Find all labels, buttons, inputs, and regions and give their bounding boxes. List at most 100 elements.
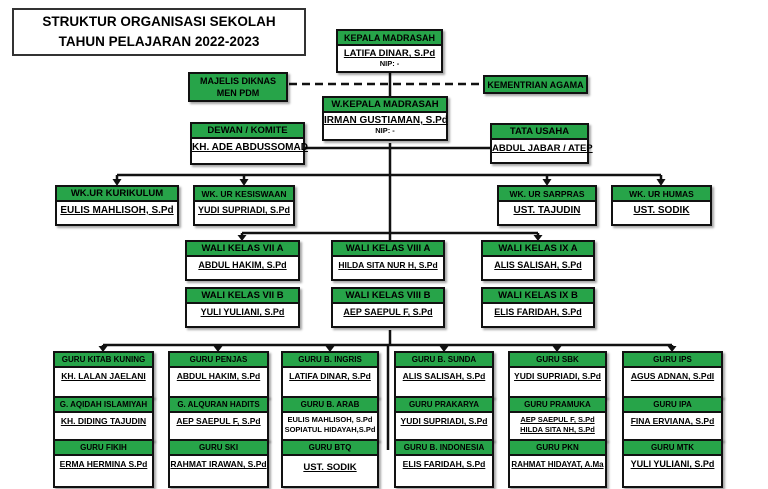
guru-cell-ipa: GURU IPA FINA ERVIANA, S.Pd xyxy=(622,396,723,441)
org-node-wk-ur-kurikulum: WK.UR KURIKULUM EULIS MAHLISOH, S.Pd xyxy=(55,185,179,226)
guru-title: G. ALQURAN HADITS xyxy=(170,398,267,413)
chart-title-line2: TAHUN PELAJARAN 2022-2023 xyxy=(58,34,260,49)
guru-cell-ips: GURU IPS AGUS ADNAN, S.PdI xyxy=(622,351,723,398)
guru-cell-prakarya: GURU PRAKARYA YUDI SUPRIADI, S.Pd xyxy=(394,396,494,441)
guru-title: GURU MTK xyxy=(624,441,721,456)
guru-cell-kitab-kuning: GURU KITAB KUNING KH. LALAN JAELANI xyxy=(53,351,154,398)
node-person-name: HILDA SITA NUR H, S.Pd xyxy=(338,260,438,270)
node-title: WK. UR SARPRAS xyxy=(499,187,595,202)
node-title: WK.UR KURIKULUM xyxy=(57,187,177,202)
guru-title: GURU PKN xyxy=(510,441,605,456)
node-title: WALI KELAS VIII A xyxy=(333,242,443,257)
guru-title: GURU PRAMUKA xyxy=(510,398,605,413)
guru-teacher-name: LATIFA DINAR, S.Pd xyxy=(289,371,371,381)
node-person-name: ABDUL HAKIM, S.Pd xyxy=(198,260,287,270)
org-node-wali-kelas-viii-b: WALI KELAS VIII B AEP SAEPUL F, S.Pd xyxy=(331,287,445,328)
org-node-kementrian-agama: KEMENTRIAN AGAMA xyxy=(483,75,588,94)
guru-teacher-name: ELIS FARIDAH, S.Pd xyxy=(402,459,486,469)
node-person-name: EULIS MAHLISOH, S.Pd xyxy=(60,205,174,216)
guru-cell-b-indonesia: GURU B. INDONESIA ELIS FARIDAH, S.Pd xyxy=(394,439,494,488)
node-title: TATA USAHA xyxy=(492,125,587,140)
guru-teacher-name: YUDI SUPRIADI, S.Pd xyxy=(400,416,488,426)
guru-cell-b-arab: GURU B. ARAB EULIS MAHLISOH, S.Pd SOPIAT… xyxy=(281,396,379,441)
chart-title-box: STRUKTUR ORGANISASI SEKOLAH TAHUN PELAJA… xyxy=(12,8,306,56)
guru-teacher-name: YULI YULIANI, S.Pd xyxy=(630,459,715,469)
guru-title: GURU B. SUNDA xyxy=(396,353,492,368)
guru-column-6: GURU IPS AGUS ADNAN, S.PdI GURU IPA FINA… xyxy=(622,351,723,488)
guru-cell-b-ingris: GURU B. INGRIS LATIFA DINAR, S.Pd xyxy=(281,351,379,398)
node-title: W.KEPALA MADRASAH xyxy=(324,98,446,113)
org-node-wk-ur-kesiswaan: WK. UR KESISWAAN YUDI SUPRIADI, S.Pd xyxy=(193,185,295,226)
guru-title: GURU B. ARAB xyxy=(283,398,377,413)
guru-teacher-name-2: HILDA SITA NH, S.Pd xyxy=(520,425,595,434)
node-title: WK. UR KESISWAAN xyxy=(195,187,293,202)
node-person-name: ALIS SALISAH, S.Pd xyxy=(494,260,582,270)
org-node-dewan-komite: DEWAN / KOMITE KH. ADE ABDUSSOMAD xyxy=(190,122,308,165)
org-node-majelis-diknas: MAJELIS DIKNAS MEN PDM xyxy=(188,72,288,102)
node-nip: NIP: - xyxy=(375,126,395,135)
guru-teacher-name: ALIS SALISAH, S.Pd xyxy=(402,371,486,381)
node-title: DEWAN / KOMITE xyxy=(192,124,303,139)
node-title-line1: MAJELIS DIKNAS xyxy=(199,76,276,86)
guru-title: GURU PENJAS xyxy=(170,353,267,368)
node-nip: NIP: - xyxy=(379,59,400,68)
node-title-line2: MEN PDM xyxy=(216,88,260,98)
guru-cell-mtk: GURU MTK YULI YULIANI, S.Pd xyxy=(622,439,723,488)
guru-cell-pramuka: GURU PRAMUKA AEP SAEPUL F, S.Pd HILDA SI… xyxy=(508,396,607,441)
org-node-tata-usaha: TATA USAHA ABDUL JABAR / ATEP xyxy=(490,123,593,164)
node-person-name: YUDI SUPRIADI, S.Pd xyxy=(197,205,290,215)
node-title: KEPALA MADRASAH xyxy=(338,31,441,46)
guru-title: G. AQIDAH ISLAMIYAH xyxy=(55,398,152,413)
guru-cell-b-sunda: GURU B. SUNDA ALIS SALISAH, S.Pd xyxy=(394,351,494,398)
org-node-wali-kelas-vii-a: WALI KELAS VII A ABDUL HAKIM, S.Pd xyxy=(185,240,300,281)
node-person-name: KH. ADE ABDUSSOMAD xyxy=(192,142,308,153)
guru-teacher-name: AGUS ADNAN, S.PdI xyxy=(630,371,715,381)
org-node-wali-kelas-viii-a: WALI KELAS VIII A HILDA SITA NUR H, S.Pd xyxy=(331,240,445,281)
org-node-kepala-madrasah: KEPALA MADRASAH LATIFA DINAR, S.Pd NIP: … xyxy=(336,29,443,73)
node-title: WALI KELAS IX A xyxy=(483,242,593,257)
guru-title: GURU IPS xyxy=(624,353,721,368)
node-title: WK. UR HUMAS xyxy=(613,187,710,202)
node-title: WALI KELAS VII A xyxy=(187,242,298,257)
node-person-name: UST. TAJUDIN xyxy=(513,205,581,216)
guru-title: GURU B. INDONESIA xyxy=(396,441,492,456)
guru-teacher-name: KH. LALAN JAELANI xyxy=(61,371,146,381)
guru-teacher-name: RAHMAT IRAWAN, S.Pd xyxy=(170,459,267,469)
org-node-w-kepala-madrasah: W.KEPALA MADRASAH IRMAN GUSTIAMAN, S.Pd … xyxy=(322,96,448,141)
guru-column-1: GURU KITAB KUNING KH. LALAN JAELANI G. A… xyxy=(53,351,154,488)
guru-cell-btq: GURU BTQ UST. SODIK xyxy=(281,439,379,488)
guru-title: GURU PRAKARYA xyxy=(396,398,492,413)
chart-title-line1: STRUKTUR ORGANISASI SEKOLAH xyxy=(42,14,276,29)
node-person-name: AEP SAEPUL F, S.Pd xyxy=(343,307,433,317)
guru-title: GURU FIKIH xyxy=(55,441,152,456)
guru-title: GURU BTQ xyxy=(283,441,377,456)
guru-teacher-name: ABDUL HAKIM, S.Pd xyxy=(176,371,261,381)
guru-teacher-name: AEP SAEPUL F, S.Pd xyxy=(176,416,261,426)
node-title: WALI KELAS IX B xyxy=(483,289,593,304)
node-person-name: YULI YULIANI, S.Pd xyxy=(200,307,285,317)
guru-title: GURU KITAB KUNING xyxy=(55,353,152,368)
guru-cell-alquran-hadits: G. ALQURAN HADITS AEP SAEPUL F, S.Pd xyxy=(168,396,269,441)
guru-teacher-name: KH. DIDING TAJUDIN xyxy=(60,416,147,426)
org-node-wali-kelas-ix-b: WALI KELAS IX B ELIS FARIDAH, S.Pd xyxy=(481,287,595,328)
guru-cell-pkn: GURU PKN RAHMAT HIDAYAT, A.Ma xyxy=(508,439,607,488)
guru-teacher-name: AEP SAEPUL F, S.Pd xyxy=(520,415,595,424)
guru-teacher-name: UST. SODIK xyxy=(303,462,357,473)
node-title: WALI KELAS VIII B xyxy=(333,289,443,304)
org-node-wali-kelas-vii-b: WALI KELAS VII B YULI YULIANI, S.Pd xyxy=(185,287,300,328)
guru-title: GURU IPA xyxy=(624,398,721,413)
guru-cell-penjas: GURU PENJAS ABDUL HAKIM, S.Pd xyxy=(168,351,269,398)
guru-title: GURU SBK xyxy=(510,353,605,368)
guru-cell-aqidah-islamiyah: G. AQIDAH ISLAMIYAH KH. DIDING TAJUDIN xyxy=(53,396,154,441)
guru-cell-sbk: GURU SBK YUDI SUPRIADI, S.Pd xyxy=(508,351,607,398)
guru-teacher-name: RAHMAT HIDAYAT, A.Ma xyxy=(511,460,604,469)
guru-teacher-name: ERMA HERMINA S.Pd xyxy=(59,459,148,469)
node-title: WALI KELAS VII B xyxy=(187,289,298,304)
guru-teacher-name: FINA ERVIANA, S.Pd xyxy=(630,416,715,426)
node-person-name: UST. SODIK xyxy=(633,205,690,216)
org-node-wali-kelas-ix-a: WALI KELAS IX A ALIS SALISAH, S.Pd xyxy=(481,240,595,281)
guru-cell-ski: GURU SKI RAHMAT IRAWAN, S.Pd xyxy=(168,439,269,488)
node-person-name: ABDUL JABAR / ATEP xyxy=(492,143,593,154)
node-person-name: IRMAN GUSTIAMAN, S.Pd xyxy=(324,115,448,126)
